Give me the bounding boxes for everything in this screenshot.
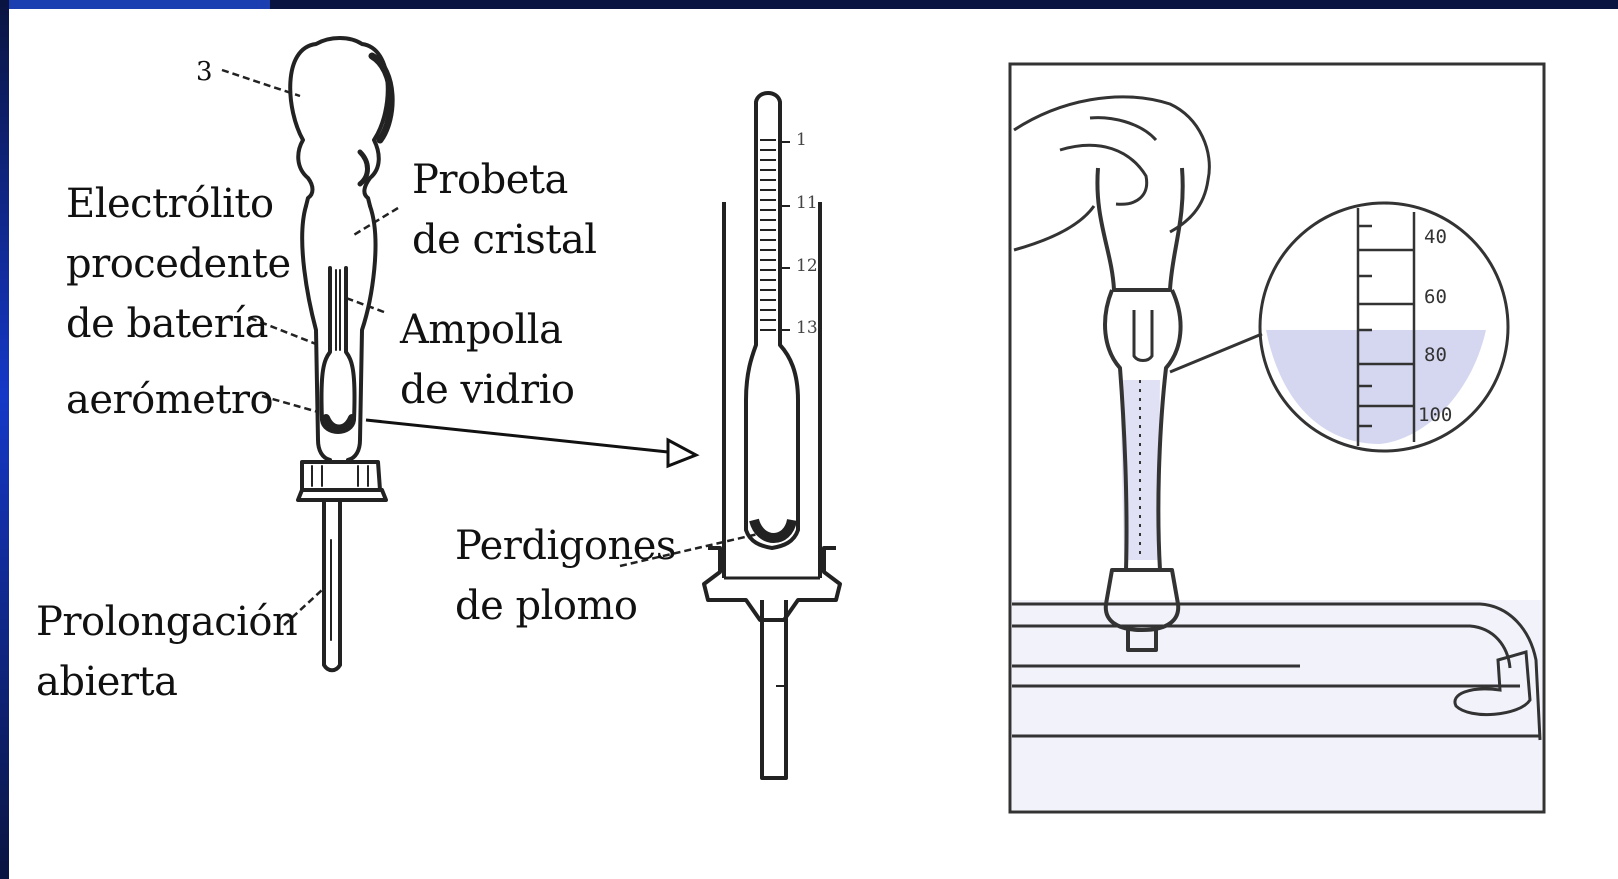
rubber-bulb — [290, 38, 388, 206]
leader-part-3 — [222, 70, 300, 96]
probeta-label: Probeta — [412, 160, 568, 200]
syringe-hydrometer-drawing — [290, 38, 391, 670]
electrolito-label: Electrólito — [66, 184, 274, 224]
scale-tick-label: 12 — [796, 256, 818, 276]
battery-reading-illustration — [1010, 64, 1544, 812]
ampolla-label-line2: de vidrio — [400, 370, 574, 410]
part-number-label: 3 — [196, 52, 212, 92]
inner-float — [321, 268, 354, 432]
scale-tick-label: 11 — [796, 193, 818, 213]
prolongacion-label-line2: abierta — [36, 662, 177, 702]
float-scale — [760, 140, 790, 330]
electrolito-label-line2: procedente — [66, 244, 291, 284]
electrolito-label-line3: de batería — [66, 304, 268, 344]
float-detail-drawing — [704, 93, 840, 778]
zoom-scale-label: 40 — [1424, 226, 1447, 248]
glass-barrel — [302, 206, 375, 460]
aerometro-label: aerómetro — [66, 380, 273, 420]
scale-tick-label: 1 — [796, 130, 807, 150]
perdigones-label-line2: de plomo — [455, 586, 637, 626]
scale-tick-label: 13 — [796, 318, 818, 338]
ampolla-label: Ampolla — [400, 310, 562, 350]
zoom-pointer — [1170, 334, 1262, 372]
prolongacion-label: Prolongación — [36, 602, 297, 642]
zoom-scale-label: 60 — [1424, 286, 1447, 308]
zoom-scale-label: 80 — [1424, 344, 1447, 366]
syringe-bulb — [1097, 168, 1182, 290]
arrow-to-float-detail — [366, 420, 696, 466]
perdigones-label: Perdigones — [455, 526, 676, 566]
zoom-scale-label: 100 — [1418, 404, 1452, 426]
probeta-label-line2: de cristal — [412, 220, 597, 260]
bottom-tube — [762, 600, 786, 778]
leader-ampolla — [346, 298, 384, 312]
